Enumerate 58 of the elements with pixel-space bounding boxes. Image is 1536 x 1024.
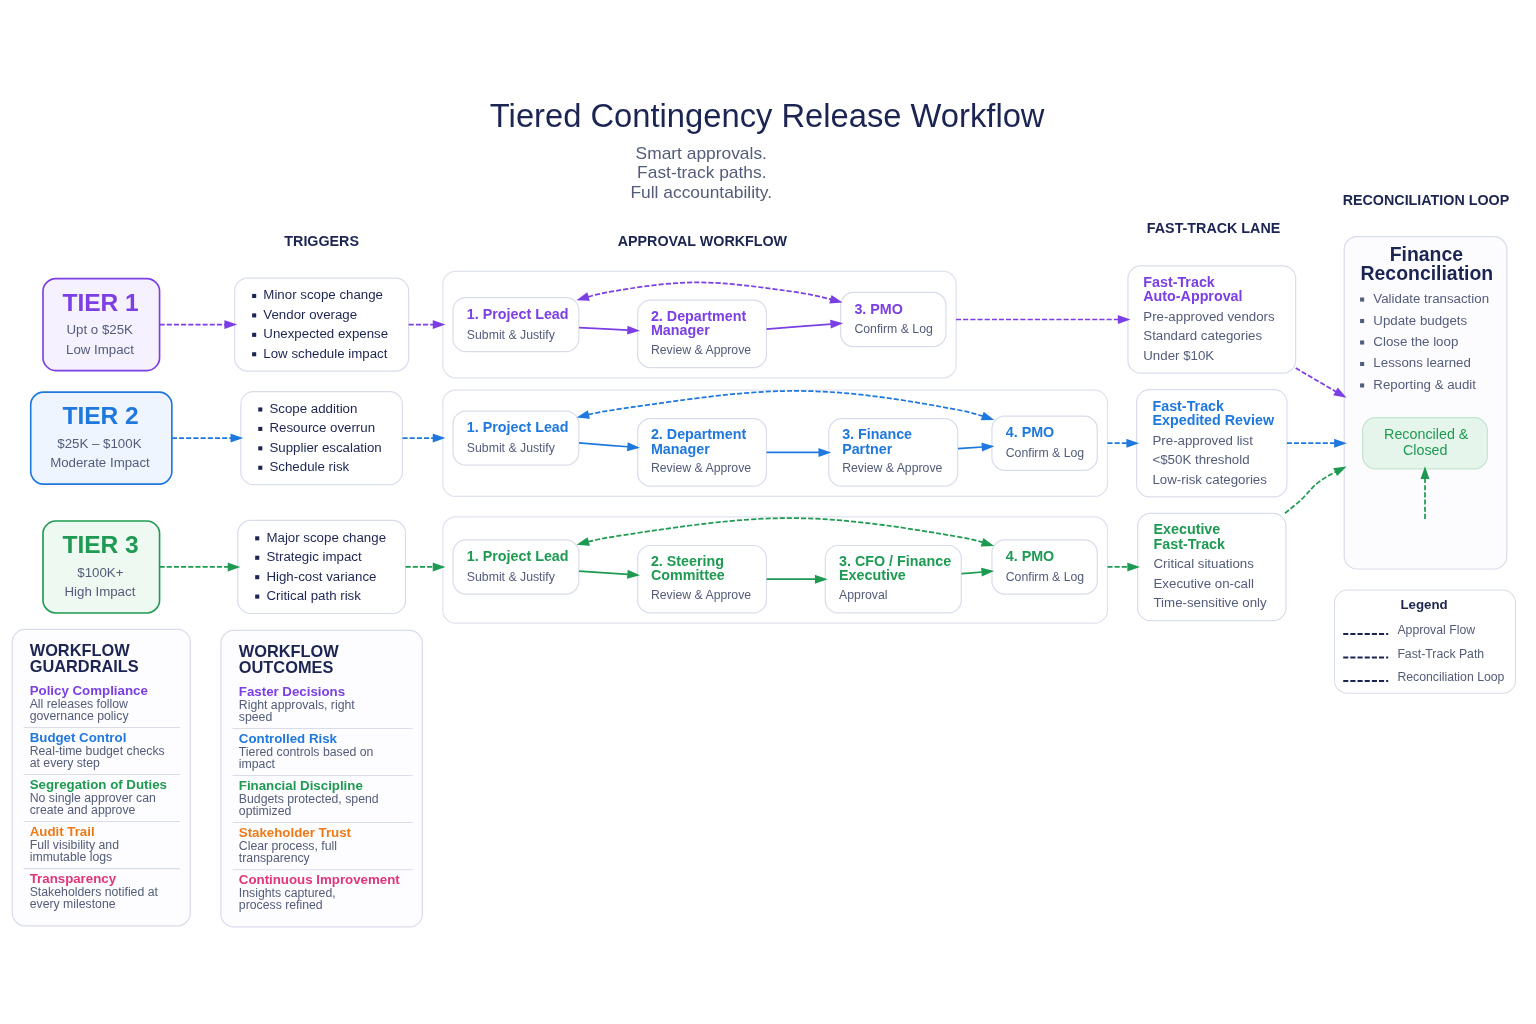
arrow bbox=[158, 562, 241, 572]
label: FAST-TRACK LANE bbox=[1146, 220, 1281, 237]
node-box: Major scope change Strategic impact High-cost variance Critical path risk bbox=[237, 519, 407, 615]
node-box: 1. Project Lead Submit & Justify bbox=[452, 539, 580, 595]
arrow bbox=[578, 569, 640, 579]
legend-label: Approval Flow bbox=[1397, 623, 1476, 638]
node-box: Fast-Track Expedited Review Pre-approved list <$50K threshold Low-risk categories bbox=[1136, 388, 1288, 498]
node-box: 2. Steering Committee Review & Approve bbox=[637, 544, 768, 614]
arrow bbox=[1106, 562, 1140, 572]
node-box: TIER 3 $100K+ High Impact bbox=[42, 520, 161, 614]
node-box: 4. PMO Confirm & Log bbox=[991, 539, 1098, 595]
node-box: Fast-Track Auto-Approval Pre-approved vendors Standard categories Under $10K bbox=[1127, 265, 1297, 374]
arrow bbox=[1294, 367, 1347, 398]
arrow bbox=[576, 281, 843, 304]
node-box: TIER 2 $25K – $100K Moderate Impact bbox=[29, 391, 173, 485]
arrow bbox=[960, 567, 995, 577]
node-box: 3. CFO / Finance Executive Approval bbox=[824, 544, 962, 614]
arrow bbox=[578, 325, 640, 335]
arrow bbox=[578, 442, 640, 452]
label: Smart approvals. Fast-track paths. Full accountability. bbox=[630, 143, 773, 202]
node-box: 3. PMO Confirm & Log bbox=[840, 291, 947, 348]
arrow bbox=[576, 390, 995, 421]
node-box: 2. Department Manager Review & Approve bbox=[637, 418, 768, 487]
arrow bbox=[955, 315, 1131, 324]
arrow bbox=[404, 562, 446, 572]
label: Legend bbox=[1400, 597, 1448, 613]
node-box: Scope addition Resource overrun Supplier escalation Schedule risk bbox=[240, 390, 404, 486]
node-box: 1. Project Lead Submit & Justify bbox=[452, 296, 580, 353]
arrow bbox=[1420, 466, 1430, 520]
arrow bbox=[158, 320, 238, 330]
label: APPROVAL WORKFLOW bbox=[617, 232, 788, 249]
node-box: 4. PMO Confirm & Log bbox=[991, 415, 1098, 471]
arrow bbox=[1106, 438, 1140, 448]
node-box: WORKFLOW OUTCOMES Faster Decisions Right approvals, right speed Controlled Risk Tiered controls based on impact Financial Discipline Budgets protected, spend optimized Stakeholder Trust Clear process, full transparency Continuous Improvement Insights captured, process refined bbox=[220, 629, 423, 928]
node-box: Minor scope change Vendor overage Unexpected expense Low schedule impact bbox=[234, 277, 410, 372]
cluster bbox=[442, 270, 957, 379]
diagram-title: Tiered Contingency Release Workflow bbox=[489, 97, 1045, 135]
node-box: WORKFLOW GUARDRAILS Policy Compliance All releases follow governance policy Budget Control Real-time budget checks at every step Segregation of Duties No single approver can create and approve Audit Trail Full visibility and immutable logs Transparency Stakeholders notified at every milestone bbox=[11, 628, 191, 927]
label: RECONCILIATION LOOP bbox=[1342, 191, 1510, 208]
arrow bbox=[957, 442, 995, 452]
node-box: TIER 1 Upt o $25K Low Impact bbox=[42, 277, 161, 372]
node-box: 1. Project Lead Submit & Justify bbox=[452, 410, 580, 466]
arrow bbox=[1284, 466, 1347, 515]
legend-label: Reconciliation Loop bbox=[1397, 670, 1505, 685]
arrow bbox=[576, 517, 995, 547]
arrow bbox=[171, 433, 244, 443]
arrow bbox=[765, 574, 828, 584]
arrow bbox=[407, 320, 446, 330]
node-box: Executive Fast-Track Critical situations Executive on-call Time-sensitive only bbox=[1137, 512, 1287, 622]
arrow bbox=[765, 448, 832, 457]
node-box: 3. Finance Partner Review & Approve bbox=[828, 418, 959, 487]
node-box: Reconciled & Closed bbox=[1362, 417, 1488, 470]
label: TRIGGERS bbox=[284, 232, 359, 249]
arrow bbox=[1286, 438, 1347, 448]
arrow bbox=[401, 433, 446, 443]
legend-label: Fast-Track Path bbox=[1397, 646, 1485, 661]
node-box: 2. Department Manager Review & Approve bbox=[637, 299, 768, 369]
arrow bbox=[765, 319, 844, 330]
